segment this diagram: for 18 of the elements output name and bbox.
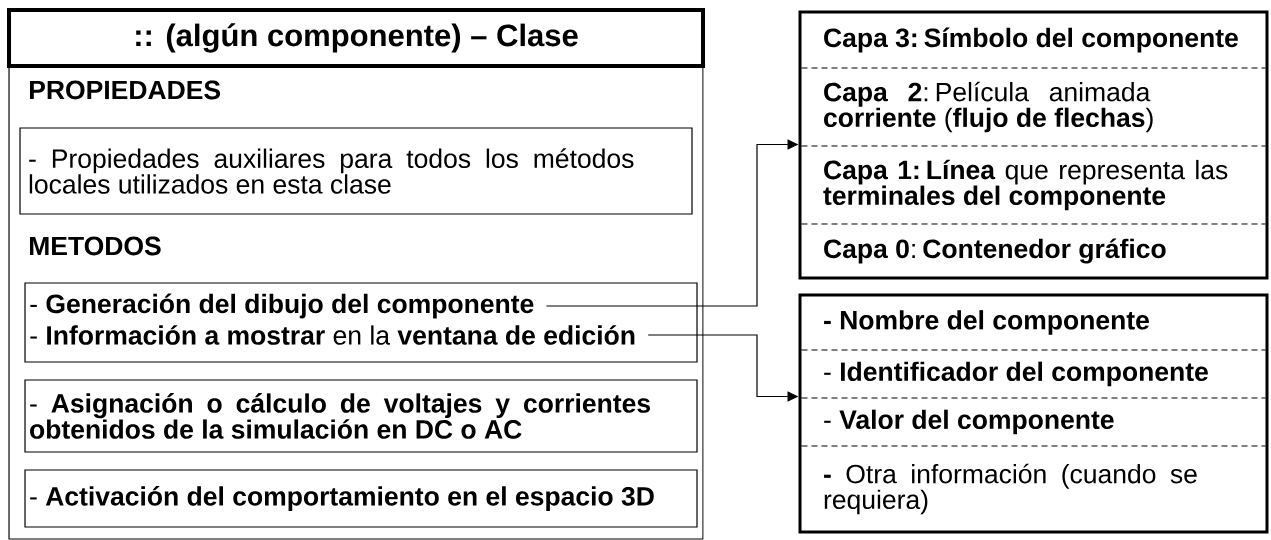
section-heading: METODOS (30, 236, 161, 256)
class-title: :: (algún componente) – Clase (7, 8, 705, 68)
section-heading: PROPIEDADES (30, 80, 221, 100)
method-text: - Información a mostrar en la ventana de edición (30, 325, 635, 345)
property-box: - Propiedades auxiliares para todos los métodos locales utilizados en esta clase (19, 127, 693, 215)
layer-row: Capa 0: Contenedor gráfico (824, 238, 1166, 264)
info-row: - Identificador del componente (824, 361, 1208, 387)
method-box: - Asignación o cálculo de voltajes y corrientes obtenidos de la simulación en DC o AC (24, 379, 698, 453)
info-row: - Nombre del componente (824, 310, 1149, 335)
info-row: - Valor del componente (824, 409, 1114, 435)
layer-row: Capa 2: Película animada corriente (flujo de flechas) (824, 81, 1153, 133)
info-panel (798, 293, 1269, 534)
method-box: - Activación del comportamiento en el espacio 3D (24, 469, 698, 528)
method-text: - Generación del dibujo del componente (30, 293, 534, 319)
info-row: - Otra información (cuando se requiera) (824, 463, 1197, 515)
layer-row: Capa 3: Símbolo del componente (824, 27, 1238, 53)
layer-row: Capa 1: Línea que representa las terminales del componente (823, 159, 1228, 211)
layer-stack (798, 10, 1269, 280)
